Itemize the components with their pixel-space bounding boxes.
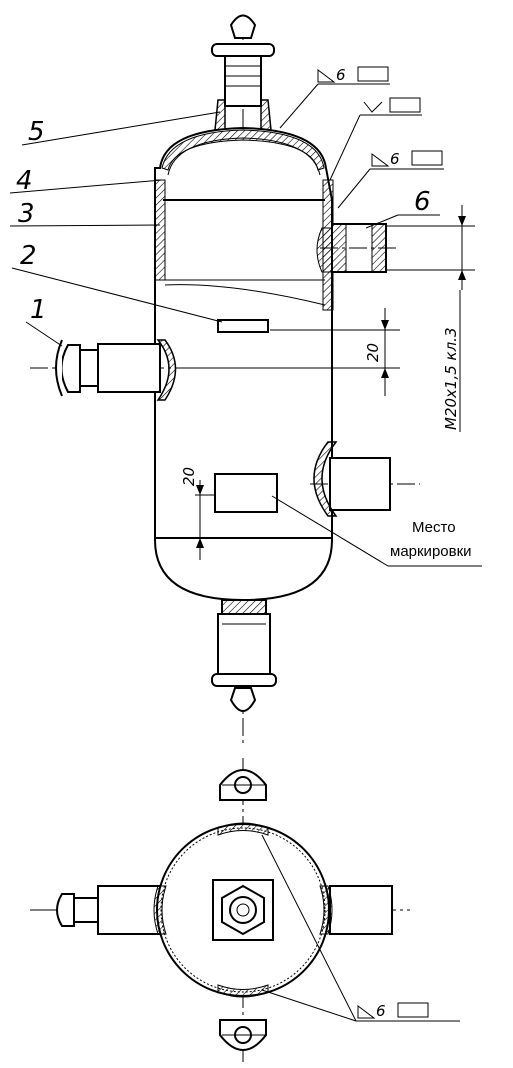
threaded-boss	[316, 223, 400, 273]
left-fitting	[30, 339, 180, 401]
bottom-valve	[211, 599, 277, 712]
dim-thread: M20x1,5 кл.3	[442, 328, 460, 431]
dim-lower-20: 20	[180, 467, 198, 486]
bottom-view: 6	[30, 758, 460, 1062]
weld-value-3: 6	[376, 1002, 386, 1020]
callout-1: 1	[30, 295, 47, 325]
dim-upper-20: 20	[364, 343, 382, 362]
element-2	[217, 319, 269, 333]
dimensions: 20 20 M20x1,5 кл.3	[180, 205, 475, 560]
marking-plate	[214, 473, 278, 513]
front-view: 6 6 5 4 3 2 1	[9, 14, 482, 745]
callout-2: 2	[20, 241, 37, 271]
marking-note-line2: маркировки	[390, 543, 472, 560]
marking-note: Место маркировки	[271, 495, 482, 567]
weld-symbols: 6 6	[279, 66, 444, 209]
vessel-shell	[154, 126, 334, 602]
marking-note-line1: Место	[412, 519, 456, 536]
weld-value-1: 6	[336, 66, 346, 84]
callout-6: 6	[414, 187, 431, 217]
callout-5: 5	[28, 117, 45, 147]
callout-4: 4	[16, 166, 33, 196]
callout-3: 3	[18, 199, 35, 229]
callouts: 5 4 3 2 1 6	[9, 111, 440, 347]
weld-value-2: 6	[390, 150, 400, 168]
right-fitting	[310, 441, 420, 517]
